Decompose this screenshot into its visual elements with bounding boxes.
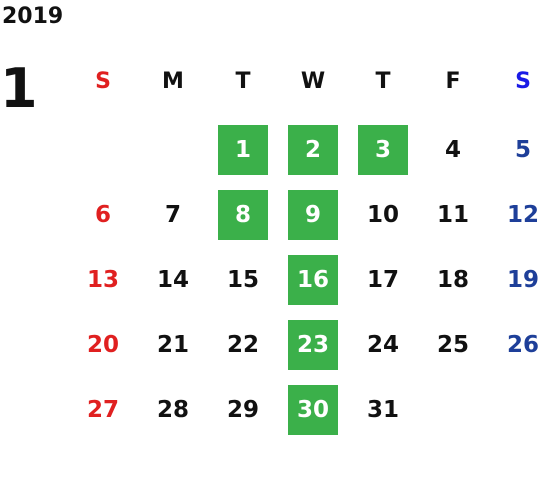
day-number: 15 xyxy=(226,267,259,293)
day-number: 9 xyxy=(288,190,338,240)
day-number: 13 xyxy=(86,267,119,293)
day-cell[interactable]: 31 xyxy=(348,385,418,435)
day-cell[interactable]: 13 xyxy=(68,255,138,305)
weekday-header-sunday: S xyxy=(95,68,111,94)
day-number: 25 xyxy=(436,332,469,358)
day-number: 19 xyxy=(506,267,539,293)
day-cell[interactable]: 4 xyxy=(418,125,488,175)
day-cell[interactable]: 9 xyxy=(278,190,348,240)
day-cell[interactable]: 1 xyxy=(208,125,278,175)
day-cell[interactable]: 3 xyxy=(348,125,418,175)
day-number: 11 xyxy=(436,202,469,228)
day-number: 27 xyxy=(86,397,119,423)
day-cell[interactable]: 30 xyxy=(278,385,348,435)
empty-day-cell xyxy=(138,125,208,175)
day-number: 8 xyxy=(218,190,268,240)
day-number xyxy=(498,385,548,435)
day-cell[interactable]: 25 xyxy=(418,320,488,370)
weekday-header-monday: M xyxy=(162,68,184,94)
day-cell[interactable]: 22 xyxy=(208,320,278,370)
day-cell[interactable]: 5 xyxy=(488,125,548,175)
day-cell[interactable]: 19 xyxy=(488,255,548,305)
weekday-header-saturday: S xyxy=(515,68,531,94)
day-number: 30 xyxy=(288,385,338,435)
day-number: 14 xyxy=(156,267,189,293)
day-number: 26 xyxy=(506,332,539,358)
weekday-header-friday: F xyxy=(445,68,461,94)
day-number: 1 xyxy=(218,125,268,175)
day-cell[interactable]: 28 xyxy=(138,385,208,435)
day-number xyxy=(78,125,128,175)
day-cell[interactable]: 24 xyxy=(348,320,418,370)
day-number: 29 xyxy=(226,397,259,423)
day-number: 3 xyxy=(358,125,408,175)
day-cell[interactable]: 11 xyxy=(418,190,488,240)
day-number xyxy=(428,385,478,435)
day-number: 4 xyxy=(444,137,461,163)
day-cell[interactable]: 27 xyxy=(68,385,138,435)
day-number: 24 xyxy=(366,332,399,358)
empty-day-cell xyxy=(488,385,548,435)
day-number: 23 xyxy=(288,320,338,370)
day-number: 21 xyxy=(156,332,189,358)
day-cell[interactable]: 12 xyxy=(488,190,548,240)
day-number: 10 xyxy=(366,202,399,228)
day-number: 2 xyxy=(288,125,338,175)
day-cell[interactable]: 10 xyxy=(348,190,418,240)
day-cell[interactable]: 18 xyxy=(418,255,488,305)
day-number: 20 xyxy=(86,332,119,358)
day-cell[interactable]: 6 xyxy=(68,190,138,240)
day-number: 22 xyxy=(226,332,259,358)
day-number: 18 xyxy=(436,267,469,293)
day-cell[interactable]: 23 xyxy=(278,320,348,370)
day-cell[interactable]: 20 xyxy=(68,320,138,370)
day-cell[interactable]: 8 xyxy=(208,190,278,240)
day-cell[interactable]: 7 xyxy=(138,190,208,240)
day-number xyxy=(148,125,198,175)
empty-day-cell xyxy=(68,125,138,175)
day-cell[interactable]: 17 xyxy=(348,255,418,305)
day-cell[interactable]: 2 xyxy=(278,125,348,175)
day-number: 5 xyxy=(514,137,531,163)
weekday-header-thursday: T xyxy=(375,68,391,94)
day-number: 28 xyxy=(156,397,189,423)
day-number: 12 xyxy=(506,202,539,228)
day-number: 6 xyxy=(94,202,111,228)
day-number: 16 xyxy=(288,255,338,305)
weekday-header-tuesday: T xyxy=(235,68,251,94)
year-label: 2019 xyxy=(2,4,64,29)
month-number: 1 xyxy=(0,57,38,120)
day-cell[interactable]: 29 xyxy=(208,385,278,435)
day-cell[interactable]: 14 xyxy=(138,255,208,305)
weekday-header-wednesday: W xyxy=(300,68,326,94)
day-cell[interactable]: 15 xyxy=(208,255,278,305)
day-number: 17 xyxy=(366,267,399,293)
day-cell[interactable]: 26 xyxy=(488,320,548,370)
day-number: 7 xyxy=(164,202,181,228)
empty-day-cell xyxy=(418,385,488,435)
day-number: 31 xyxy=(366,397,399,423)
day-cell[interactable]: 21 xyxy=(138,320,208,370)
day-cell[interactable]: 16 xyxy=(278,255,348,305)
